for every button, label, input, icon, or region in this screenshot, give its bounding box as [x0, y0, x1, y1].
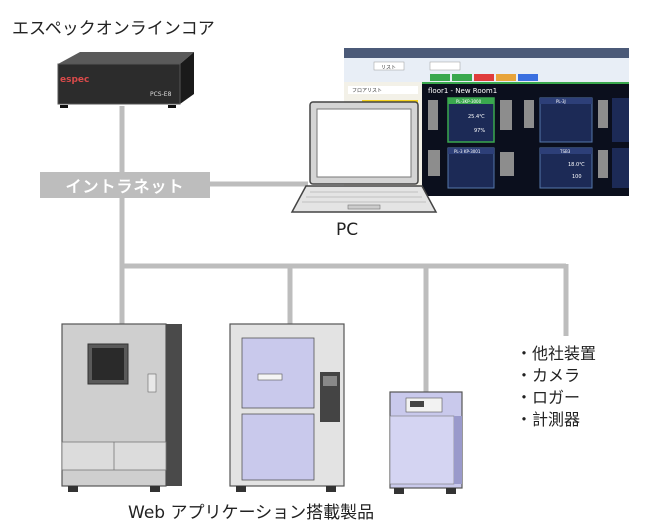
svg-text:PL-3KP-3000: PL-3KP-3000	[456, 99, 482, 104]
other-devices-list: ・他社装置 ・カメラ ・ロガー ・計測器	[516, 343, 596, 431]
status-buttons	[430, 74, 538, 81]
svg-text:97%: 97%	[474, 128, 485, 134]
device-model: PCS-E8	[150, 91, 172, 98]
chamber-large	[61, 323, 182, 492]
other-device-item: ・他社装置	[516, 344, 597, 363]
chamber-small	[389, 391, 463, 494]
screen-panels: PL-3KP-3000 25.4℃ 97% PL-3J PL-3 KP-3001…	[428, 97, 629, 189]
svg-text:TSB3: TSB3	[559, 149, 571, 154]
screen-header-title: floor1 - New Room1	[428, 87, 497, 95]
chamber-blue	[229, 323, 345, 492]
svg-text:100: 100	[572, 174, 582, 180]
page-title: エスペックオンラインコア	[12, 19, 215, 39]
controller-box: espec PCS-E8	[57, 52, 194, 108]
screen-list-button: リスト	[381, 65, 396, 71]
products-label: Web アプリケーション搭載製品	[128, 503, 375, 523]
other-device-item: ・ロガー	[516, 388, 581, 407]
svg-text:18.0℃: 18.0℃	[568, 162, 585, 168]
pc-label: PC	[336, 220, 359, 240]
intranet-label: イントラネット	[40, 172, 210, 198]
svg-text:PL-3J: PL-3J	[556, 99, 566, 104]
device-logo: espec	[60, 75, 89, 85]
laptop-icon	[290, 101, 438, 213]
svg-text:25.4℃: 25.4℃	[468, 114, 485, 120]
other-device-item: ・カメラ	[516, 366, 581, 385]
screen-sidebar-item: フロアリスト	[352, 88, 382, 94]
svg-text:PL-3 KP-3001: PL-3 KP-3001	[454, 149, 481, 154]
other-device-item: ・計測器	[516, 410, 581, 429]
